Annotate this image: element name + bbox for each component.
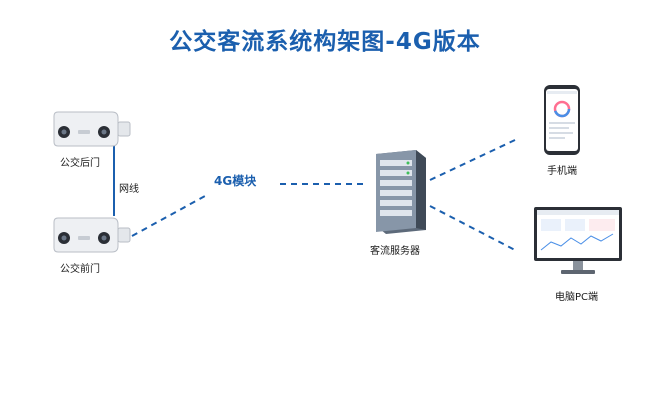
module-label: 4G模块 bbox=[214, 174, 257, 188]
server-tower bbox=[376, 150, 426, 234]
rear-door-camera bbox=[53, 111, 131, 147]
mobile-label: 手机端 bbox=[547, 166, 577, 177]
cable-label: 网线 bbox=[119, 184, 139, 195]
diagram-title: 公交客流系统构架图-4G版本 bbox=[169, 29, 481, 55]
pc-monitor bbox=[534, 207, 622, 274]
mobile-phone bbox=[544, 85, 580, 155]
rear-door-label: 公交后门 bbox=[60, 158, 100, 169]
front-door-label: 公交前门 bbox=[60, 264, 100, 275]
server-to-mobile-line bbox=[429, 139, 516, 181]
server-to-pc-line bbox=[429, 205, 516, 251]
front-to-module-line bbox=[131, 195, 206, 237]
front-door-camera bbox=[53, 217, 131, 253]
pc-label: 电脑PC端 bbox=[555, 292, 599, 303]
server-label: 客流服务器 bbox=[370, 246, 420, 257]
